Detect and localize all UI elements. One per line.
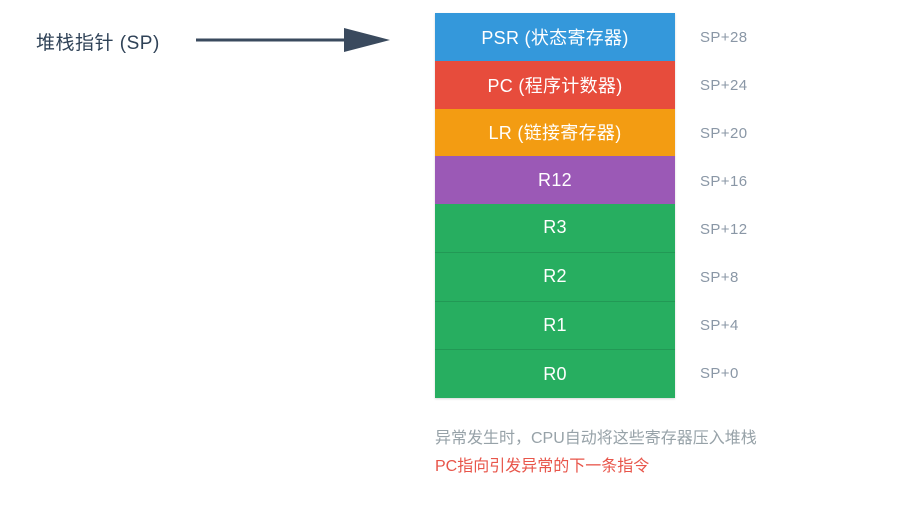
stack-cell-pc[interactable]: PC (程序计数器) bbox=[435, 60, 675, 109]
stack-cell-label: R12 bbox=[538, 169, 572, 190]
stack-cell-r12[interactable]: R12 bbox=[435, 156, 675, 204]
arrow-right-icon bbox=[196, 28, 390, 52]
stack-cell-label: R3 bbox=[543, 217, 567, 238]
stack-cell-r0[interactable]: R0 bbox=[435, 349, 675, 398]
stack-cell-r2[interactable]: R2 bbox=[435, 251, 675, 301]
offset-label: SP+0 bbox=[700, 365, 739, 383]
offset-label: SP+16 bbox=[700, 172, 748, 190]
offset-label: SP+12 bbox=[700, 221, 748, 239]
note-line-info: 异常发生时，CPU自动将这些寄存器压入堆栈 bbox=[435, 430, 757, 447]
stack-cell-label: PC (程序计数器) bbox=[487, 75, 623, 96]
offset-label: SP+20 bbox=[700, 124, 748, 142]
stack-pointer-label: 堆栈指针 (SP) bbox=[36, 33, 160, 54]
offset-label: SP+4 bbox=[700, 317, 739, 335]
stack-cell-psr[interactable]: PSR (状态寄存器) bbox=[435, 13, 675, 61]
stack-cell-label: R0 bbox=[543, 363, 567, 384]
stack-cell-r1[interactable]: R1 bbox=[435, 300, 675, 350]
offset-label: SP+8 bbox=[700, 269, 739, 287]
stack-cell-r3[interactable]: R3 bbox=[435, 204, 675, 252]
offset-label: SP+24 bbox=[700, 76, 748, 94]
stack-cell-lr[interactable]: LR (链接寄存器) bbox=[435, 108, 675, 157]
stack-frame: PSR (状态寄存器) PC (程序计数器) LR (链接寄存器) R12 R3… bbox=[435, 13, 675, 398]
stack-cell-label: R1 bbox=[543, 314, 567, 335]
offset-label: SP+28 bbox=[700, 28, 748, 46]
stack-cell-label: PSR (状态寄存器) bbox=[481, 27, 629, 48]
note-line-alert: PC指向引发异常的下一条指令 bbox=[435, 458, 650, 475]
stack-cell-label: LR (链接寄存器) bbox=[488, 123, 622, 144]
diagram-notes: 异常发生时，CPU自动将这些寄存器压入堆栈 PC指向引发异常的下一条指令 bbox=[435, 425, 875, 481]
stack-cell-label: R2 bbox=[543, 266, 567, 287]
offset-labels: SP+28 SP+24 SP+20 SP+16 SP+12 SP+8 SP+4 … bbox=[700, 13, 820, 398]
